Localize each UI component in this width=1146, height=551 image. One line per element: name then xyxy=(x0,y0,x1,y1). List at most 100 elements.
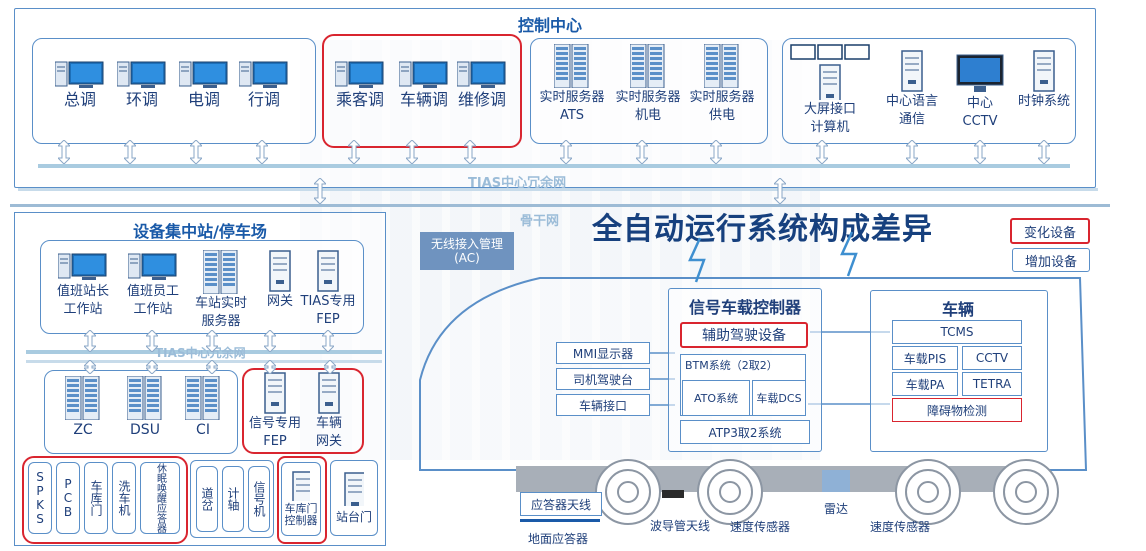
node-label: 车站实时 xyxy=(194,296,247,311)
device-label: 计轴 xyxy=(226,487,240,511)
onboard-peripheral: 司机驾驶台 xyxy=(556,368,650,390)
node-label: 环调 xyxy=(125,90,158,109)
node-label: CCTV xyxy=(962,114,998,129)
radar-block xyxy=(822,470,850,492)
dispatch-group xyxy=(32,38,316,144)
node-label: 机电 xyxy=(634,108,661,123)
depot-bottom-red xyxy=(22,456,188,544)
backbone-label: 骨干网 xyxy=(520,214,560,229)
device-label: 洗车机 xyxy=(117,480,131,516)
center-cctv: 中心 CCTV xyxy=(946,54,1014,130)
node-label: 工作站 xyxy=(63,302,103,317)
vehicle-pis: 车载PIS xyxy=(892,346,958,370)
node-label: 车辆 xyxy=(315,416,342,431)
node-label: DSU xyxy=(130,422,160,438)
node-label: 实时服务器 xyxy=(615,90,681,105)
garage-ctrl-red xyxy=(277,456,327,544)
video-wall-icon xyxy=(790,44,870,60)
server-icon xyxy=(65,376,100,420)
device-label: 车库门 xyxy=(89,480,103,516)
ground-transponder: 地面应答器 xyxy=(528,532,589,546)
workstation-icon xyxy=(335,61,384,88)
speed-sensor-2: 速度传感器 xyxy=(870,520,931,534)
onboard-peripheral: 车辆接口 xyxy=(556,394,650,416)
node-label: ATS xyxy=(559,108,585,123)
server-icon xyxy=(630,44,665,88)
dispatch-station: 电调 xyxy=(174,58,234,108)
depot-title: 设备集中站/停车场 xyxy=(133,222,267,241)
vehicle-tcms: TCMS xyxy=(892,320,1022,344)
tower-icon xyxy=(1033,50,1055,92)
depot-red-device: SPKS xyxy=(28,462,52,534)
dispatch-station: 总调 xyxy=(50,58,110,108)
wireless-ac: 无线接入管理 (AC) xyxy=(420,232,514,270)
depot-device: 道岔 xyxy=(196,466,218,532)
depot-red-device: 洗车机 xyxy=(112,462,136,534)
vehicle-tetra: TETRA xyxy=(962,372,1022,396)
realtime-server: 实时服务器 ATS xyxy=(534,44,610,124)
server-icon xyxy=(127,376,162,420)
device-label: 车库门控制器 xyxy=(284,502,318,527)
workstation-icon xyxy=(239,61,288,88)
tower-icon xyxy=(901,50,923,92)
node-label: 信号专用 xyxy=(248,416,301,431)
cc-network-label: TIAS中心冗余网 xyxy=(468,176,567,191)
main-title: 全自动运行系统构成差异 xyxy=(592,212,933,247)
depot-device: 信号机 xyxy=(248,466,270,532)
vehicle-gateway: 车辆网关 xyxy=(302,372,356,450)
depot-mid-node: ZC xyxy=(56,376,110,438)
ato-system: ATO系统 xyxy=(682,380,750,416)
device-label: 休眠唤醒应答器 xyxy=(154,463,166,533)
workstation-icon xyxy=(457,61,506,88)
node-label: 工作站 xyxy=(133,302,173,317)
transponder-antenna: 应答器天线 xyxy=(520,492,602,516)
tower-icon xyxy=(269,250,291,292)
workstation-icon xyxy=(55,61,104,88)
cc-network-line xyxy=(18,188,1098,191)
depot-top-node: 网关 xyxy=(250,250,310,310)
cc-bus-line xyxy=(38,164,1070,168)
server-icon xyxy=(554,44,589,88)
node-label: 通信 xyxy=(898,112,925,127)
large-screen-computer: 大屏接口计算机 xyxy=(790,44,870,136)
workstation-icon xyxy=(58,253,107,280)
depot-top-node: 值班员工工作站 xyxy=(118,250,188,318)
atp-system: ATP3取2系统 xyxy=(680,420,810,444)
depot-mid-node: CI xyxy=(176,376,230,438)
device-label: 站台门 xyxy=(335,510,372,524)
node-label: 值班员工 xyxy=(126,284,179,299)
depot-top-node: 值班站长工作站 xyxy=(48,250,118,318)
node-label: 维修调 xyxy=(457,90,506,109)
node-label: FEP xyxy=(316,312,340,327)
node-label: 实时服务器 xyxy=(539,90,605,105)
node-label: 中心 xyxy=(966,96,993,111)
node-label: 车辆调 xyxy=(399,90,448,109)
depot-device: 计轴 xyxy=(222,466,244,532)
workstation-icon xyxy=(128,253,177,280)
garage-door-controller: 车库门控制器 xyxy=(281,462,321,536)
speed-sensor-1: 速度传感器 xyxy=(730,520,791,534)
depot-red-device: PCB xyxy=(56,462,80,534)
vehicle-title: 车辆 xyxy=(941,300,974,319)
onboard-title: 信号车载控制器 xyxy=(688,298,801,317)
legend-added: 增加设备 xyxy=(1012,248,1090,272)
vehicle-obstacle: 障碍物检测 xyxy=(892,398,1022,422)
node-label: 总调 xyxy=(63,90,96,109)
passenger-station: 乘客调 xyxy=(330,58,390,108)
radar-label: 雷达 xyxy=(824,502,849,516)
tower-icon xyxy=(819,64,841,100)
tower-icon xyxy=(317,250,339,292)
device-label: 道岔 xyxy=(200,487,214,511)
legend-changed: 变化设备 xyxy=(1010,218,1090,244)
node-label: 计算机 xyxy=(810,120,850,135)
node-label: ZC xyxy=(73,422,93,438)
depot-bus-line xyxy=(26,360,382,363)
node-label: 行调 xyxy=(247,90,280,109)
monitor-icon xyxy=(956,54,1004,92)
node-label: 实时服务器 xyxy=(689,90,755,105)
server-icon xyxy=(704,44,739,88)
depot-network-label: TIAS中心冗余网 xyxy=(155,346,246,360)
